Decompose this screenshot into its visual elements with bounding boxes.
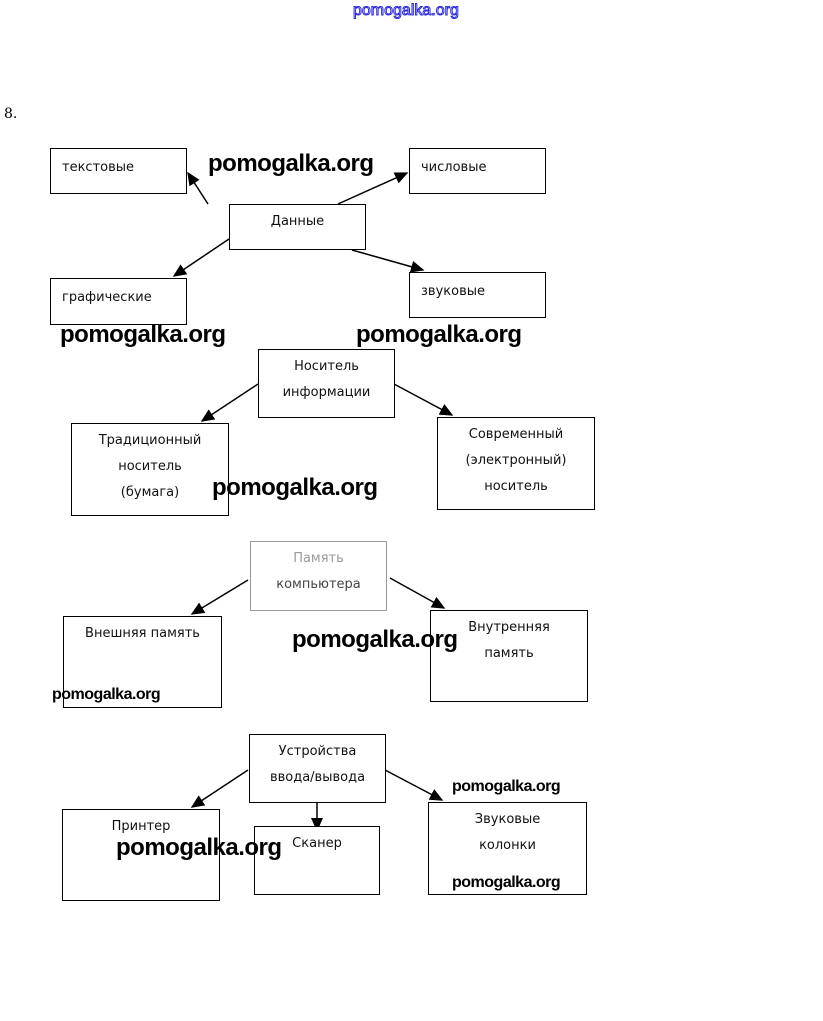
arrow (187, 171, 209, 205)
watermark: pomogalka.org (212, 474, 378, 501)
watermark: pomogalka.org (452, 874, 561, 891)
arrow (190, 769, 249, 808)
watermark: pomogalka.org (356, 321, 522, 348)
watermark: pomogalka.org (208, 150, 374, 177)
arrow (384, 769, 444, 801)
node-scanner: Сканер (254, 826, 380, 895)
watermark: pomogalka.org (452, 778, 561, 795)
arrow (389, 577, 446, 609)
watermark: pomogalka.org (60, 321, 226, 348)
node-sound: звуковые (409, 272, 546, 318)
node-graphic: графические (50, 278, 187, 325)
node-numeric: числовые (409, 148, 546, 194)
arrow (200, 383, 259, 422)
arrow (190, 579, 249, 615)
arrow (393, 383, 454, 416)
node-external-memory: Внешняя память (63, 616, 222, 708)
watermark: pomogalka.org (52, 686, 161, 703)
task-number: 8. (4, 106, 18, 122)
arrow (351, 249, 425, 273)
node-text: текстовые (50, 148, 187, 194)
arrow (172, 238, 230, 277)
arrow (337, 172, 409, 205)
watermark: pomogalka.org (116, 834, 282, 861)
node-data-root: Данные (229, 204, 366, 250)
node-modern: Современный(электронный)носитель (437, 417, 595, 510)
watermark: pomogalka.org (292, 626, 458, 653)
header-watermark[interactable]: pomogalka.org (353, 2, 460, 20)
node-printer: Принтер (62, 809, 220, 901)
